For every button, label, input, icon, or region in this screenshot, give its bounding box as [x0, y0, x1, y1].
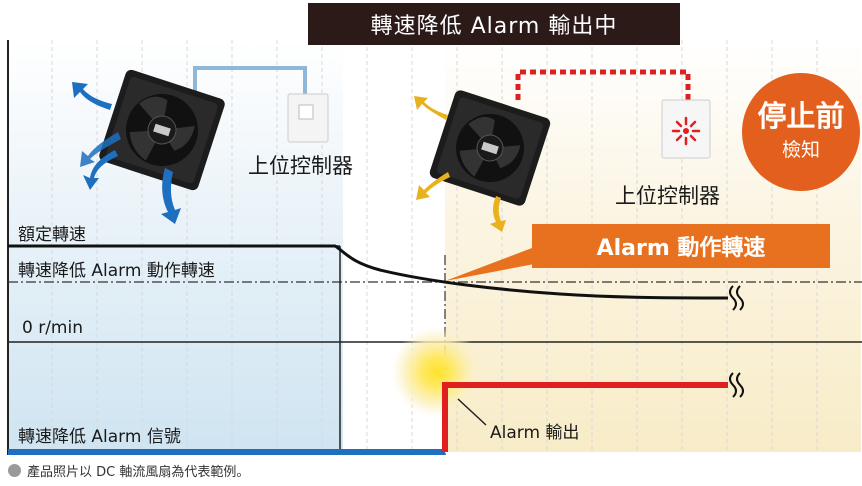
footnote-text: 產品照片以 DC 軸流風扇為代表範例。: [27, 465, 250, 480]
controller-link-right: [515, 69, 691, 100]
speed-curve: [8, 244, 729, 300]
rated-speed-label: 額定轉速: [18, 225, 86, 245]
alarm-output-banner: 轉速降低 Alarm 輸出中: [308, 3, 680, 45]
signal-high: [442, 382, 728, 452]
alarm-output-label: Alarm 輸出: [490, 423, 580, 443]
controller-label-left: 上位控制器: [248, 154, 353, 178]
callout-pointer: [445, 248, 545, 281]
alarm-glow: [391, 326, 483, 418]
controller-box-icon: [287, 93, 329, 143]
airflow-arrow-icon: [72, 82, 181, 224]
break-mark-icon: [729, 285, 744, 311]
badge-line1: 停止前: [757, 99, 845, 133]
alarm-signal-label: 轉速降低 Alarm 信號: [18, 427, 181, 447]
zero-speed-label: 0 r/min: [22, 318, 83, 338]
alarm-output-pointer: [457, 398, 487, 426]
predict-stop-badge: 停止前 檢知: [742, 73, 860, 191]
alarm-speed-row-label: 轉速降低 Alarm 動作轉速: [18, 261, 215, 281]
badge-line2: 檢知: [781, 139, 820, 161]
break-mark-icon: [729, 372, 744, 398]
airflow-arrow-icon: [414, 96, 506, 232]
alarm-speed-banner: Alarm 動作轉速: [532, 224, 830, 268]
bullet-icon: [8, 464, 21, 477]
footnote: 產品照片以 DC 軸流風扇為代表範例。: [8, 461, 249, 480]
controller-link-left: [193, 66, 307, 95]
alarm-burst-icon: [671, 116, 701, 146]
fan-icon: [99, 69, 225, 191]
fan-icon: [429, 90, 551, 206]
controller-label-right: 上位控制器: [615, 184, 720, 208]
